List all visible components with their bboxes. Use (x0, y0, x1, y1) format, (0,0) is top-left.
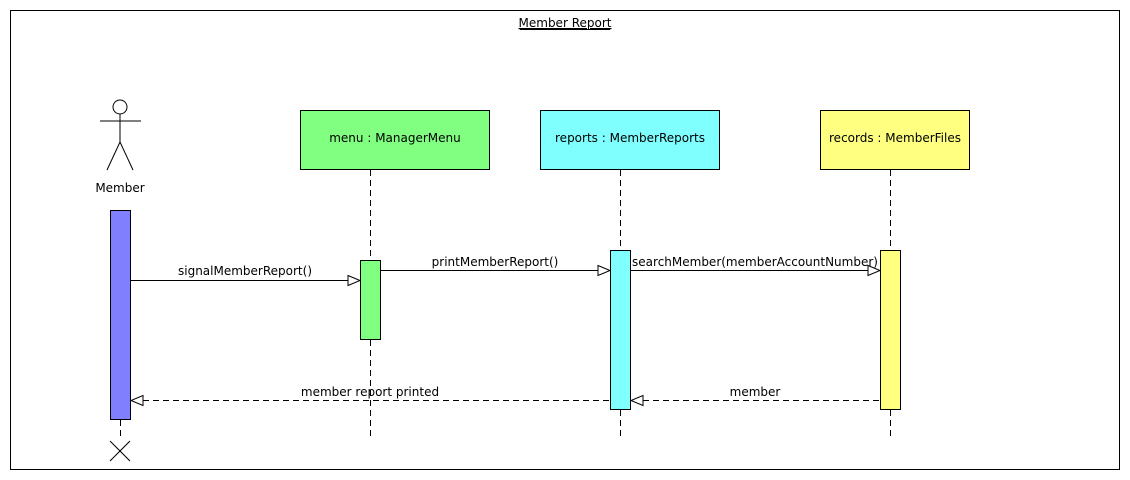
diagram-title: Member Report (519, 16, 612, 30)
actor-left-leg (106, 141, 121, 171)
message-label-signal-member-report: signalMemberReport() (178, 264, 312, 278)
lifeline-label-menu: menu : ManagerMenu (329, 131, 461, 145)
diagram-frame (10, 10, 1120, 470)
lifeline-label-records: records : MemberFiles (829, 131, 961, 145)
lifeline-box-records (820, 110, 970, 170)
message-label-member-return: member (730, 385, 781, 399)
lifeline-box-reports (540, 110, 720, 170)
actor-member (100, 99, 141, 171)
activation-menu (360, 260, 381, 340)
message-label-search-member: searchMember(memberAccountNumber) (632, 255, 878, 269)
actor-label: Member (95, 181, 144, 195)
activation-member (110, 210, 131, 420)
activation-records (880, 250, 901, 410)
lifeline-label-reports: reports : MemberReports (555, 131, 705, 145)
message-label-report-printed: member report printed (301, 385, 439, 399)
activation-reports (610, 250, 631, 410)
message-label-print-member-report: printMemberReport() (432, 255, 559, 269)
actor-right-leg (119, 141, 134, 171)
destroy-x-icon (109, 440, 131, 462)
lifeline-box-menu (300, 110, 490, 170)
actor-head (112, 99, 128, 115)
